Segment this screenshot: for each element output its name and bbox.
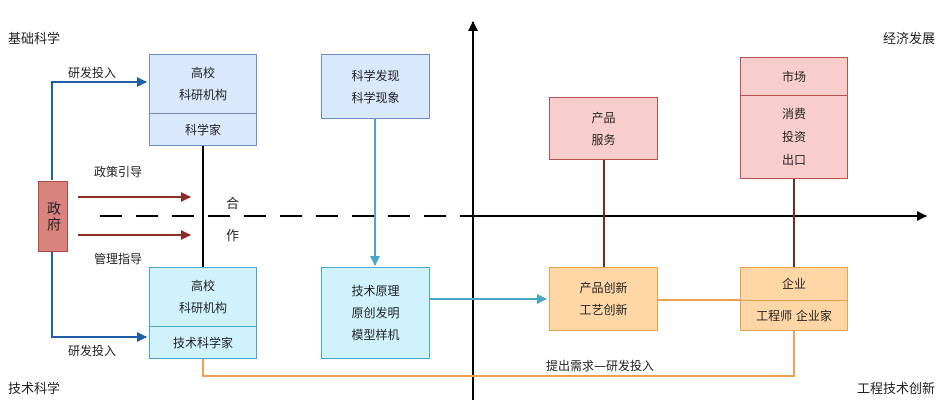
corner-label-economic-development: 经济发展 [882, 32, 935, 47]
university-top-line1: 高校 [190, 66, 215, 80]
product-service-line1: 产品 [591, 110, 616, 125]
enterprise-sub: 工程师 企业家 [756, 308, 832, 323]
corner-label-basic-science: 基础科学 [8, 32, 61, 47]
scientific-discovery-line2: 科学现象 [351, 90, 400, 105]
university-bottom-line1: 高校 [190, 279, 215, 293]
product-innovation-line1: 产品创新 [579, 281, 628, 295]
management-guidance-label: 管理指导 [94, 252, 143, 266]
university-bottom-line2: 科研机构 [178, 301, 227, 315]
cooperation-top-char: 合 [226, 197, 240, 212]
technical-principle-box: 技术原理 原创发明 模型样机 [321, 267, 430, 359]
rd-investment-bottom-label: 研发投入 [68, 344, 117, 358]
demand-investment-label: 提出需求—研发投入 [546, 359, 655, 373]
cooperation-bottom-char: 作 [226, 229, 240, 244]
enterprise-box: 企业 工程师 企业家 [740, 267, 848, 331]
market-box: 市场 消费 投资 出口 [740, 57, 848, 179]
university-top-scientist: 科学家 [184, 122, 221, 137]
university-top-box: 高校 科研机构 科学家 [149, 54, 257, 146]
university-bottom-technical-scientist: 技术科学家 [172, 335, 233, 350]
university-bottom-box: 高校 科研机构 技术科学家 [149, 267, 257, 359]
rd-investment-bottom-arrow [51, 252, 147, 342]
technical-principle-line2: 原创发明 [351, 306, 400, 320]
technical-principle-line3: 模型样机 [351, 328, 400, 342]
product-innovation-box: 产品创新 工艺创新 [549, 267, 658, 331]
demand-investment-line [202, 331, 795, 377]
corner-label-engineering-innovation: 工程技术创新 [856, 382, 935, 397]
enterprise-title: 企业 [781, 277, 806, 291]
university-top-line2: 科研机构 [178, 88, 227, 102]
market-line1: 消费 [781, 106, 806, 121]
policy-guidance-label: 政策引导 [94, 165, 143, 179]
government-label: 政府 [45, 200, 61, 233]
corner-label-technical-science: 技术科学 [8, 382, 61, 397]
product-service-box: 产品 服务 [549, 97, 658, 160]
rd-investment-top-label: 研发投入 [68, 66, 117, 80]
market-title: 市场 [781, 69, 806, 84]
scientific-discovery-box: 科学发现 科学现象 [321, 54, 430, 119]
technical-principle-line1: 技术原理 [351, 284, 400, 298]
market-line3: 出口 [781, 152, 806, 167]
market-line2: 投资 [781, 129, 806, 144]
product-innovation-line2: 工艺创新 [579, 303, 628, 317]
rd-investment-top-arrow [51, 77, 147, 180]
scientific-discovery-line1: 科学发现 [351, 68, 400, 83]
product-service-line2: 服务 [591, 132, 616, 147]
government-box: 政府 [38, 181, 68, 252]
